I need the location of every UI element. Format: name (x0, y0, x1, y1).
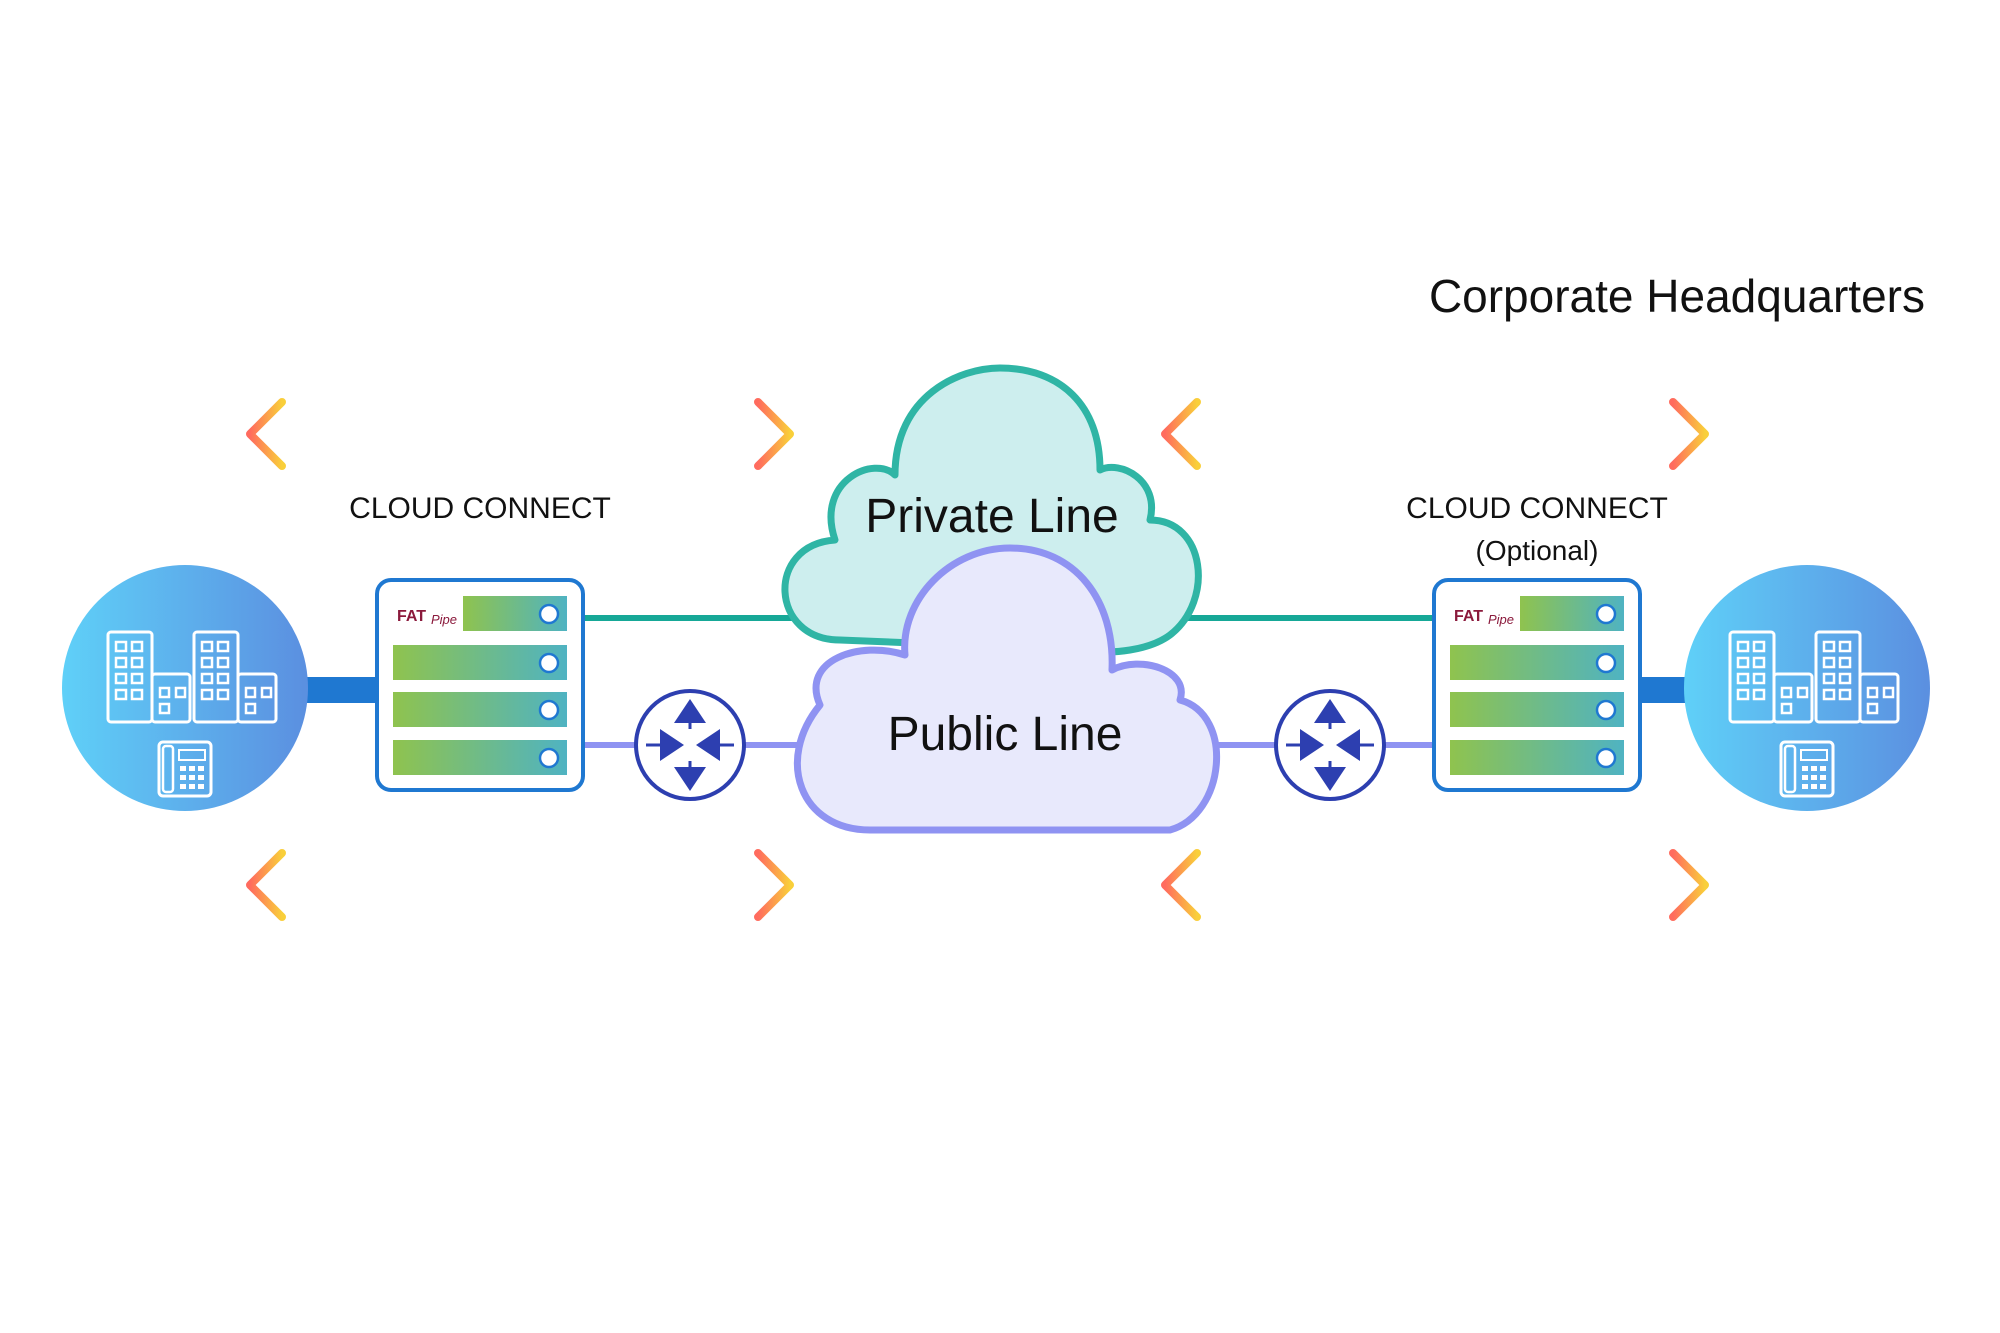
fatpipe-device-left: FAT Pipe (375, 578, 585, 792)
brand-pipe-label: Pipe (431, 612, 457, 627)
router-icon (1274, 689, 1386, 801)
cloud-icon (793, 544, 1221, 834)
private-line-label: Private Line (865, 490, 1118, 543)
double-arrow-icon (1161, 398, 1709, 470)
corporate-headquarters-title: Corporate Headquarters (1429, 270, 1925, 322)
double-arrow-icon (246, 398, 794, 470)
optional-label: (Optional) (1476, 535, 1599, 566)
headquarters-site-right (1640, 565, 1930, 811)
cloud-icon (781, 364, 1202, 656)
private-line-cloud: Private Line (781, 364, 1202, 656)
brand-fat-label: FAT (397, 608, 426, 625)
site-link-left (305, 677, 377, 703)
double-arrow-icon (1161, 849, 1709, 921)
router-icon (634, 689, 746, 801)
fatpipe-device-right: FAT Pipe (1432, 578, 1642, 792)
brand-pipe-label: Pipe (1488, 612, 1514, 627)
brand-fat-label: FAT (1454, 608, 1483, 625)
double-arrow-icon (246, 849, 794, 921)
cloud-connect-label-right: CLOUD CONNECT (1406, 492, 1668, 525)
cloud-connect-label-left: CLOUD CONNECT (349, 492, 611, 525)
public-line-label: Public Line (888, 708, 1123, 761)
site-link-right (1640, 677, 1690, 703)
branch-site-left (62, 565, 377, 811)
public-line-cloud: Public Line (793, 544, 1221, 834)
